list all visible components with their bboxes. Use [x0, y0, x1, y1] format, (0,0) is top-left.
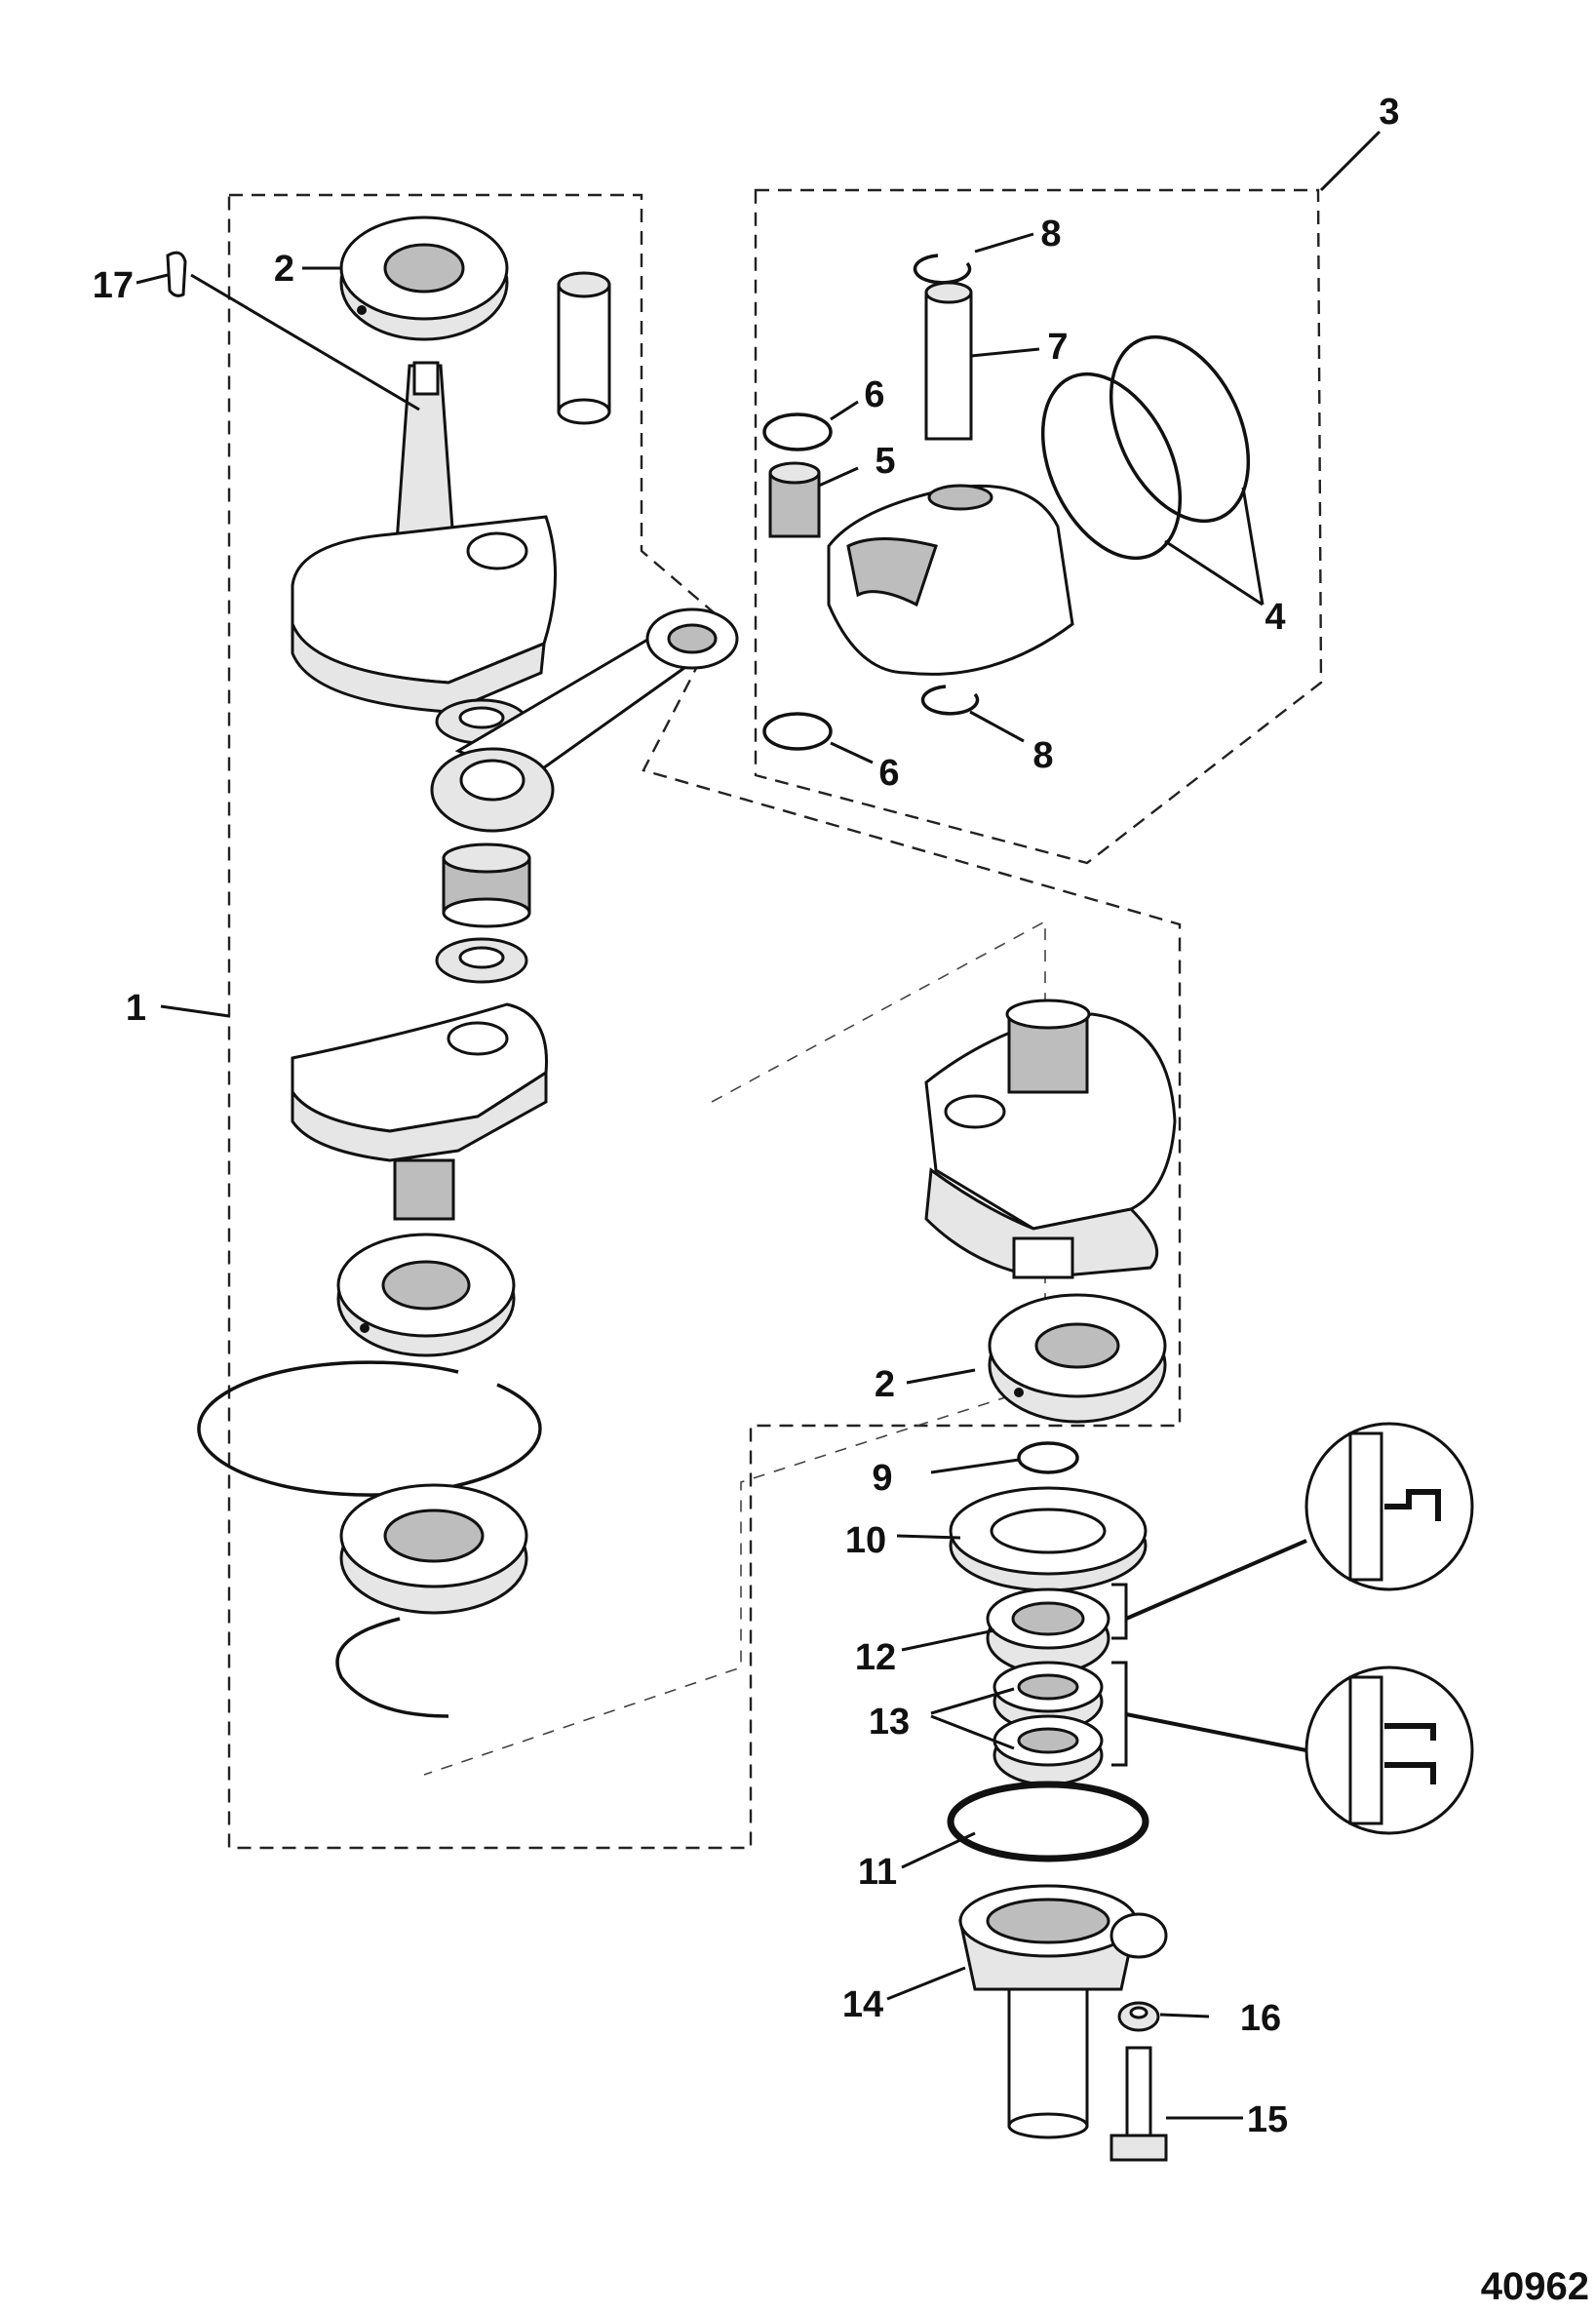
wrist-pin — [924, 281, 973, 441]
wrist-pin-needle-bearing — [768, 461, 821, 538]
lower-crankshaft — [291, 1002, 548, 1221]
seal-12 — [986, 1587, 1110, 1675]
piston — [827, 484, 1074, 676]
callout-14: 14 — [842, 1984, 883, 2025]
woodruff-key — [166, 251, 187, 297]
callout-17: 17 — [93, 265, 134, 306]
retaining-clip-top — [913, 254, 972, 285]
seal-detail-inset-12 — [1304, 1422, 1474, 1591]
connecting-rod — [430, 607, 739, 833]
thrust-washer-bottom — [762, 712, 833, 751]
retaining-ring-lower — [335, 1617, 449, 1718]
callout-16: 16 — [1240, 1998, 1281, 2039]
assembly-1-outline — [227, 193, 1182, 1850]
callout-8-bottom: 8 — [1032, 735, 1053, 776]
seal-detail-inset-13 — [1304, 1665, 1474, 1835]
seal-carrier — [958, 1884, 1168, 2139]
thrust-washer-top — [762, 412, 833, 451]
callout-10: 10 — [845, 1520, 886, 1561]
crankpin-needle-bearing — [435, 843, 531, 984]
crankpin-sleeve — [557, 271, 611, 425]
callout-9: 9 — [872, 1458, 892, 1499]
callout-15: 15 — [1247, 2099, 1288, 2140]
upper-crankshaft — [291, 361, 557, 714]
seal-carrier-flange — [949, 1486, 1148, 1592]
upper-ball-bearing — [339, 216, 509, 341]
seal-13-lower — [993, 1714, 1104, 1786]
o-ring-large — [947, 1781, 1149, 1862]
center-ball-bearing — [988, 1293, 1167, 1424]
callout-11: 11 — [858, 1852, 897, 1893]
inner-crank-outline — [423, 920, 1046, 1776]
figure-number: 40962 — [1481, 2265, 1589, 2308]
callout-4: 4 — [1265, 597, 1285, 638]
lower-ball-bearing — [336, 1233, 516, 1357]
seal-13-upper — [993, 1661, 1104, 1733]
callout-2-bottom: 2 — [875, 1364, 895, 1405]
washer-16 — [1117, 2001, 1160, 2032]
piston-ring-inner — [1040, 372, 1183, 561]
piston-ring-outer — [1109, 334, 1251, 524]
retaining-clip-bottom — [920, 685, 980, 716]
retaining-ring-upper — [197, 1360, 542, 1497]
crankshaft-seal — [339, 1483, 528, 1615]
callout-2-top: 2 — [274, 249, 294, 290]
callout-7: 7 — [1047, 327, 1068, 368]
o-ring-small — [1017, 1441, 1079, 1474]
callout-6-bottom: 6 — [878, 753, 899, 794]
callout-5: 5 — [875, 441, 895, 482]
crank-counterweight-assembly — [924, 999, 1177, 1279]
callout-13: 13 — [869, 1702, 910, 1743]
bolt-15 — [1109, 2046, 1168, 2162]
callout-6-top: 6 — [864, 374, 884, 415]
callout-12: 12 — [855, 1637, 896, 1678]
callout-8-top: 8 — [1040, 214, 1061, 255]
callout-1: 1 — [126, 988, 146, 1029]
callout-3: 3 — [1379, 92, 1399, 133]
